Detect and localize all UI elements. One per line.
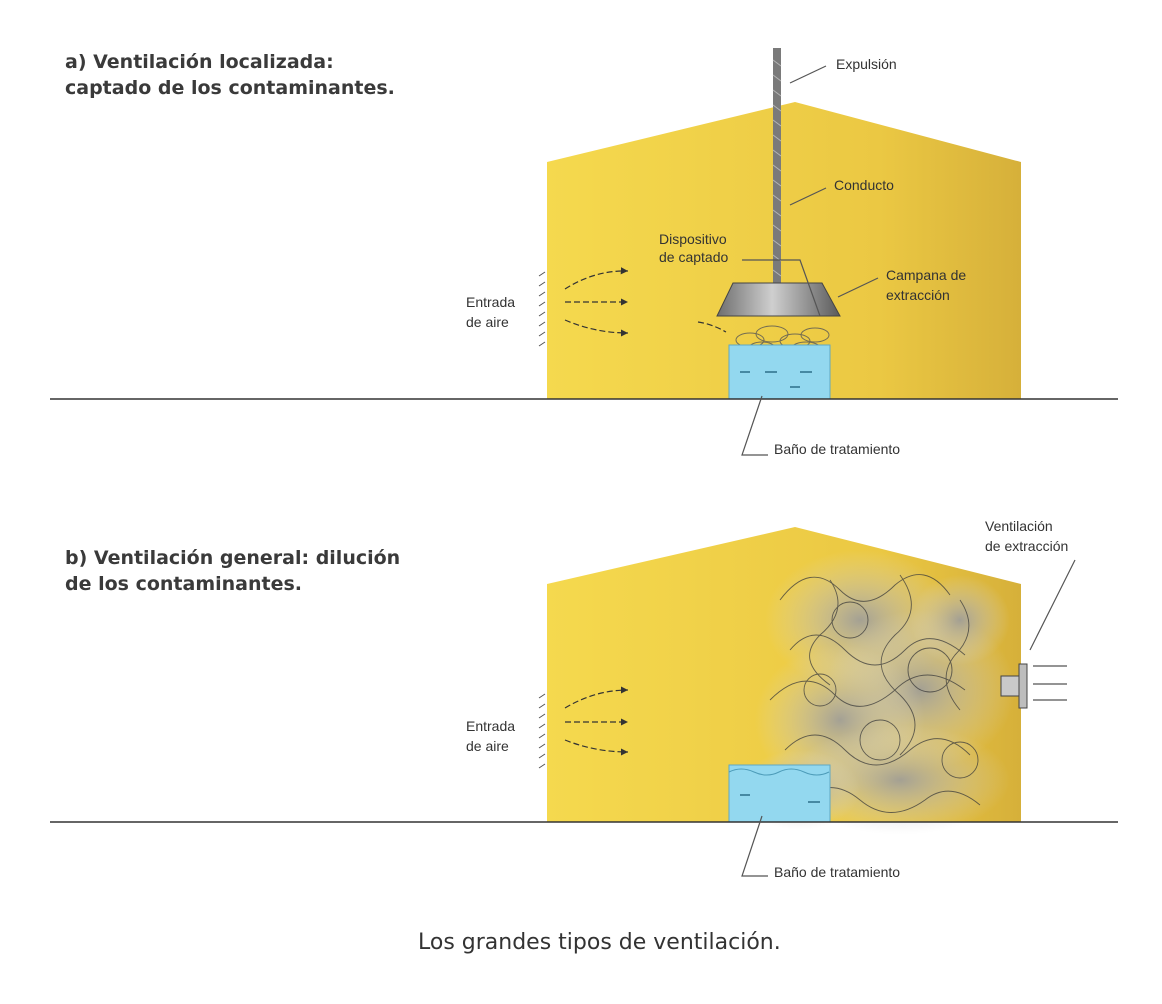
label-campana-line2: extracción (886, 287, 950, 303)
treatment-bath-a (728, 344, 831, 400)
diagram-b-title-line2: de los contaminantes. (65, 573, 302, 595)
label-expulsion: Expulsión (836, 56, 897, 72)
label-bano-b: Baño de tratamiento (774, 864, 900, 880)
leader-line (741, 395, 768, 456)
label-ventilacion-line1: Ventilación (985, 518, 1053, 534)
airflow-arrow (697, 321, 727, 333)
diagram-a: a) Ventilación localizada: captado de lo… (50, 48, 1118, 457)
label-entrada-b-line2: de aire (466, 738, 509, 754)
label-entrada-b-line1: Entrada (466, 718, 515, 734)
extraction-hood (716, 282, 841, 317)
diagram-a-title-line1: a) Ventilación localizada: (65, 51, 334, 73)
label-entrada-line2: de aire (466, 314, 509, 330)
diagram-b: b) Ventilación general: dilución de los … (50, 518, 1118, 880)
label-conducto: Conducto (834, 177, 894, 193)
leader-line (789, 65, 827, 84)
label-campana-line1: Campana de (886, 267, 966, 283)
label-dispositivo-line1: Dispositivo (659, 231, 727, 247)
figure-caption: Los grandes tipos de ventilación. (418, 930, 781, 955)
building-a (547, 102, 1021, 399)
label-ventilacion-line2: de extracción (985, 538, 1068, 554)
air-inlet-grille-a (538, 271, 546, 347)
leader-line (789, 187, 827, 206)
leader-line (742, 259, 821, 317)
duct-a (773, 48, 781, 285)
leader-line (1029, 559, 1076, 651)
diagram-a-title-line2: captado de los contaminantes. (65, 77, 395, 99)
air-inlet-grille-b (538, 693, 546, 769)
leader-line (741, 815, 768, 877)
label-dispositivo-line2: de captado (659, 249, 728, 265)
label-bano-a: Baño de tratamiento (774, 441, 900, 457)
diagram-b-title-line1: b) Ventilación general: dilución (65, 547, 400, 569)
airflow-arrow (564, 739, 629, 756)
extraction-fan (1000, 663, 1067, 709)
label-entrada-line1: Entrada (466, 294, 515, 310)
airflow-arrow (564, 319, 629, 337)
treatment-bath-b (728, 764, 831, 823)
leader-line (837, 277, 879, 298)
